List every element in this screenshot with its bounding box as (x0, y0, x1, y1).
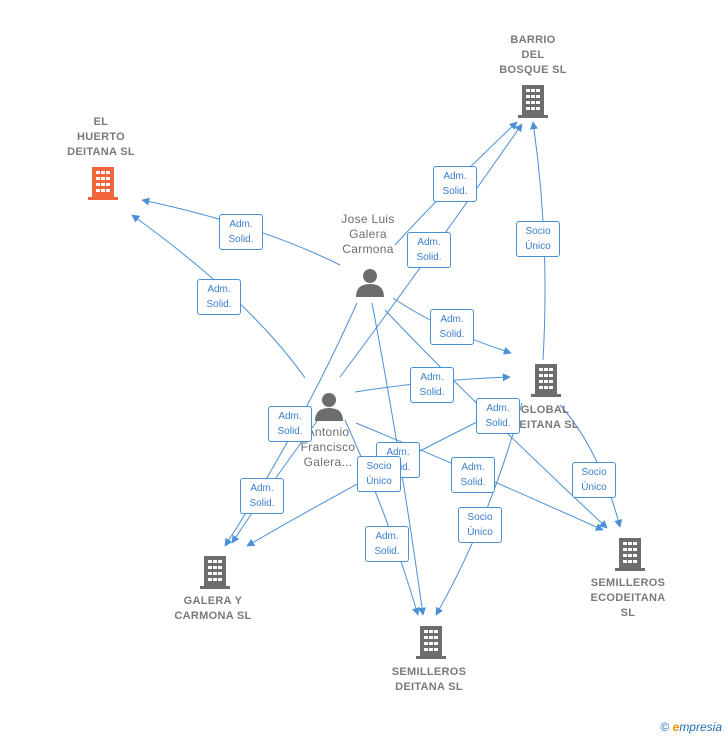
copyright-symbol: © (660, 720, 670, 734)
edge-label-adm-solid: Adm. Solid. (219, 214, 263, 250)
edge-label-socio-unico: Socio Único (357, 456, 401, 492)
edge-global-eco (559, 404, 623, 528)
person-icon-antonio (315, 393, 343, 421)
edge-label-adm-solid: Adm. Solid. (365, 526, 409, 562)
edge-label-adm-solid: Adm. Solid. (430, 309, 474, 345)
footer-brand[interactable]: © empresia (660, 720, 722, 734)
edge-label-adm-solid: Adm. Solid. (476, 398, 520, 434)
edge-label-adm-solid: Adm. Solid. (410, 367, 454, 403)
company-label-semilleros-eco[interactable]: SEMILLEROS ECODEITANA SL (590, 577, 666, 619)
company-label-barrio[interactable]: BARRIO DEL BOSQUE SL (499, 34, 567, 76)
edge-antonio-semilleros (344, 419, 420, 616)
edge-label-adm-solid: Adm. Solid. (197, 279, 241, 315)
building-windows (96, 89, 637, 651)
person-label-antonio[interactable]: Antonio Francisco Galera... (300, 425, 356, 469)
company-label-galera[interactable]: GALERA Y CARMONA SL (174, 595, 252, 622)
person-label-jose[interactable]: Jose Luis Galera Carmona (341, 212, 395, 256)
person-icon-jose (356, 269, 384, 297)
company-label-global[interactable]: GLOBAL DEITANA SL (511, 404, 579, 431)
brand-name: mpresia (679, 720, 722, 734)
edge-label-adm-solid: Adm. Solid. (407, 232, 451, 268)
edge-label-socio-unico: Socio Único (572, 462, 616, 498)
edge-label-adm-solid: Adm. Solid. (433, 166, 477, 202)
edge-label-adm-solid: Adm. Solid. (451, 457, 495, 493)
edge-label-socio-unico: Socio Único (458, 507, 502, 543)
edge-label-adm-solid: Adm. Solid. (240, 478, 284, 514)
edge-label-socio-unico: Socio Único (516, 221, 560, 257)
company-label-semilleros[interactable]: SEMILLEROS DEITANA SL (391, 666, 467, 693)
brand-logo-e: e (672, 720, 680, 734)
edge-label-adm-solid: Adm. Solid. (268, 406, 312, 442)
company-label-el-huerto[interactable]: EL HUERTO DEITANA SL (67, 116, 135, 158)
